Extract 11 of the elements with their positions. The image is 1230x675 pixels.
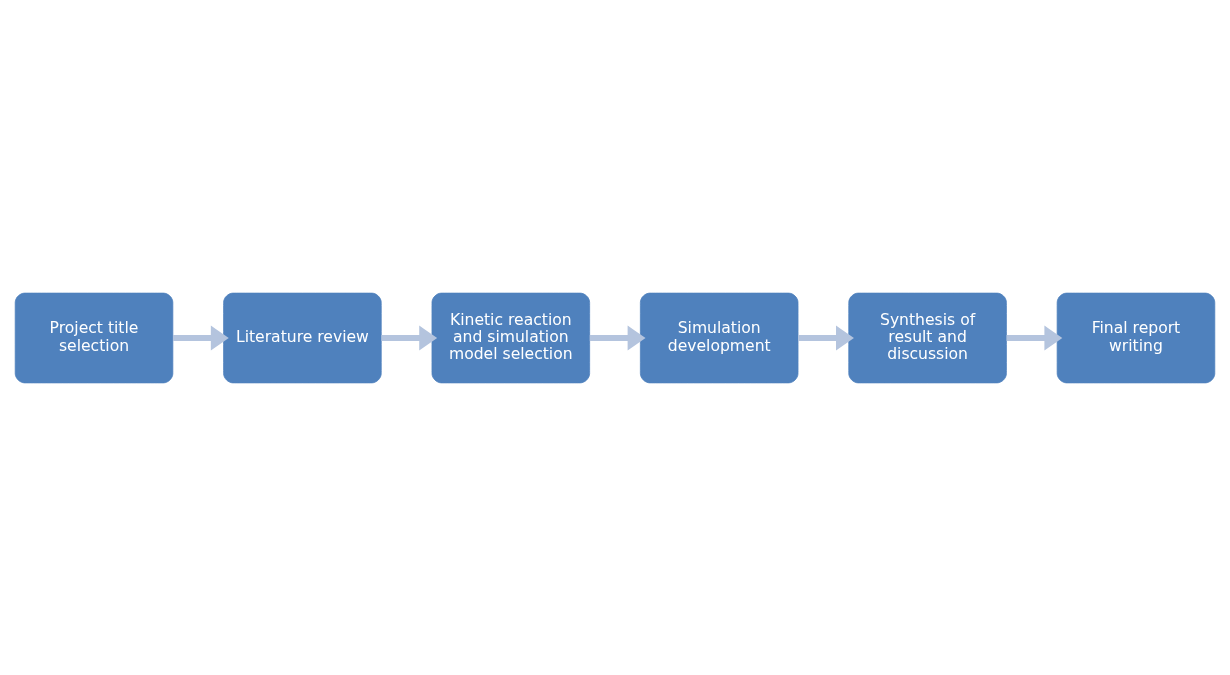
arrow xyxy=(589,324,646,351)
node-box: Simulation development xyxy=(640,292,799,383)
node-box: Literature review xyxy=(223,292,382,383)
arrow xyxy=(798,324,854,351)
node-box: Final report writing xyxy=(1056,292,1216,383)
arrow xyxy=(173,324,229,351)
arrow xyxy=(381,324,438,351)
node-box: Project title selection xyxy=(14,292,174,383)
node-box: Synthesis of result and discussion xyxy=(848,292,1007,383)
arrow xyxy=(1006,324,1063,351)
node-box: Kinetic reaction and simulation model selection xyxy=(431,292,590,383)
